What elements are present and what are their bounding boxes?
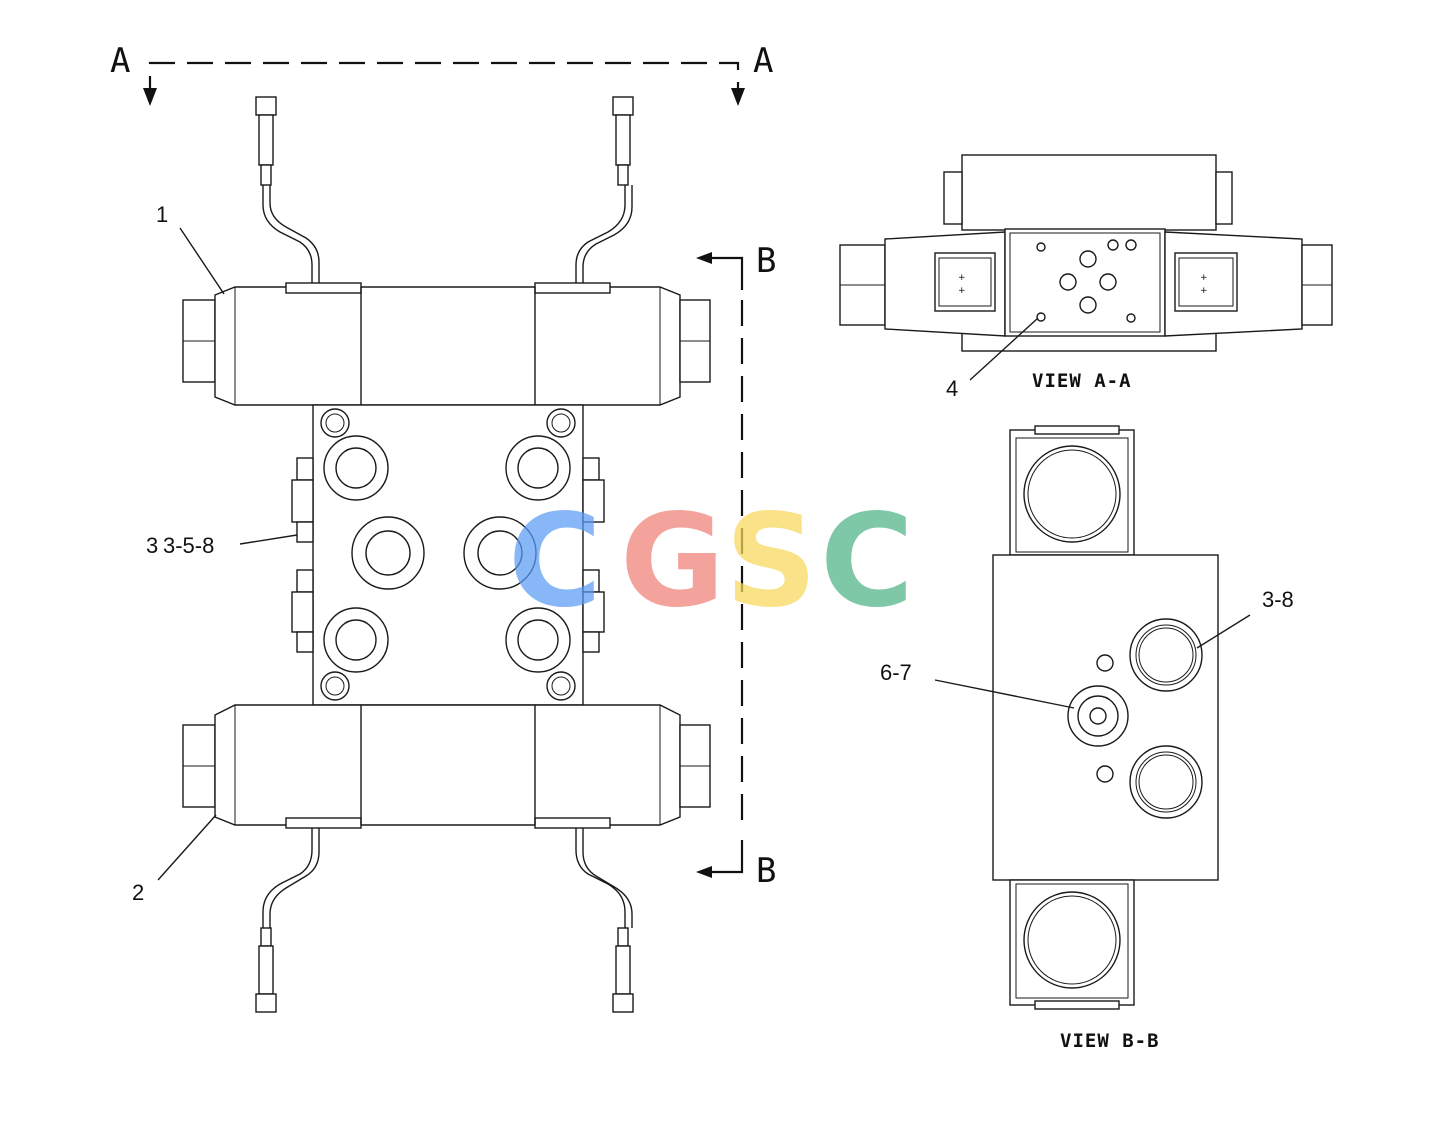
watermark: C G S C — [508, 487, 914, 636]
valve-body-front-view — [182, 96, 711, 1013]
callout-6-7: 6-7 — [880, 660, 912, 685]
svg-text:+: + — [1200, 286, 1208, 296]
view-b-b: VIEW B-B — [992, 425, 1219, 1052]
section-line-b: B B — [696, 241, 776, 891]
callout-3-5-8: 3-5-8 — [163, 533, 214, 558]
watermark-letter: G — [620, 487, 725, 636]
wire-harness-bottom — [255, 828, 634, 1013]
view-a-a-label: VIEW A-A — [1032, 370, 1132, 392]
section-marker-b-top: B — [756, 241, 776, 281]
solenoid-bottom — [182, 704, 711, 829]
callouts: 1 2 3-5-8 3 4 3-8 6-7 — [132, 202, 1294, 905]
section-marker-b-bottom: B — [756, 851, 776, 891]
wire-harness-top — [255, 96, 634, 286]
view-a-a: + + + + VIEW A-A — [839, 154, 1333, 392]
callout-2: 2 — [132, 880, 144, 905]
callout-4: 4 — [946, 376, 958, 401]
watermark-letter: S — [725, 487, 817, 636]
svg-text:+: + — [1200, 273, 1208, 283]
section-line-a: A A — [110, 41, 773, 106]
watermark-letter: C — [508, 487, 602, 636]
callout-1: 1 — [156, 202, 168, 227]
section-marker-a-right: A — [753, 41, 773, 81]
watermark-letter: C — [820, 487, 914, 636]
callout-cropped-glyph: 3 — [146, 533, 158, 558]
svg-text:+: + — [958, 286, 966, 296]
section-marker-a-left: A — [110, 41, 130, 81]
manifold-block — [291, 404, 605, 706]
svg-text:+: + — [958, 273, 966, 283]
view-b-b-label: VIEW B-B — [1060, 1030, 1160, 1052]
solenoid-top — [182, 282, 711, 406]
callout-3-8: 3-8 — [1262, 587, 1294, 612]
